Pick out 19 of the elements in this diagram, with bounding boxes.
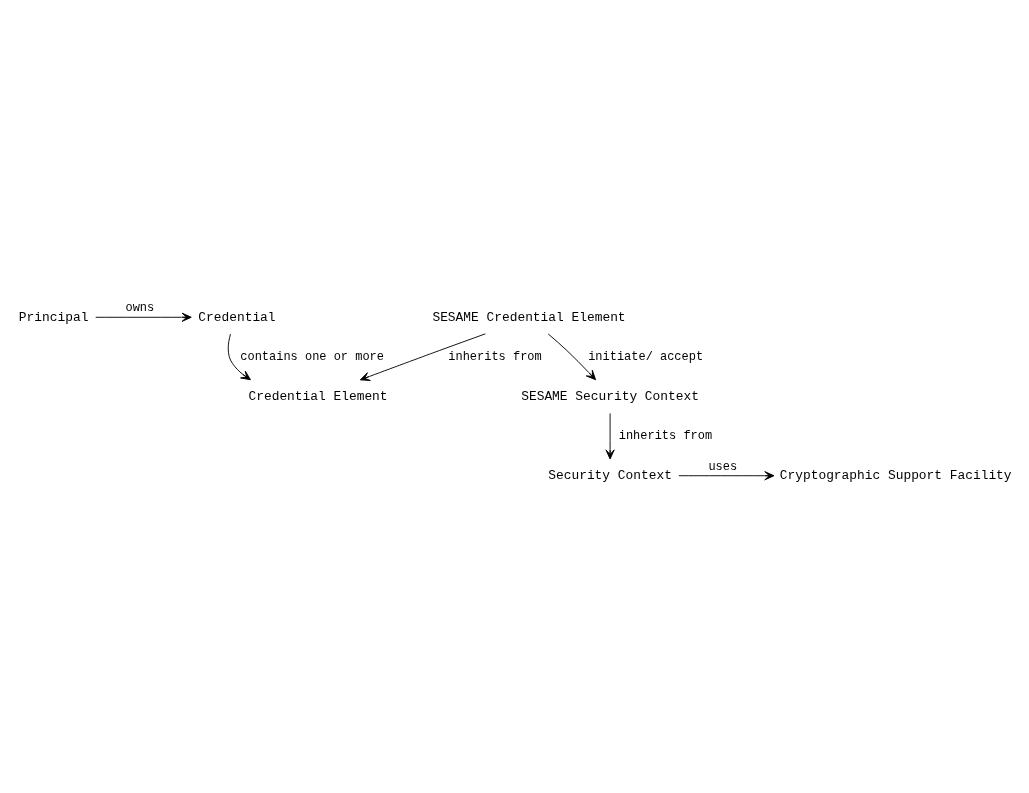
arrow <box>605 413 615 460</box>
node-text: SESAME Security Context <box>521 388 699 404</box>
node-text: SESAME Credential Element <box>432 309 626 325</box>
node-text: Credential Element <box>248 388 388 404</box>
node-text: Security Context <box>548 468 672 484</box>
edge-label: inherits from <box>618 429 713 444</box>
arrow <box>95 312 192 322</box>
arrow <box>359 333 486 381</box>
edge-label: initiate/ accept <box>588 350 704 365</box>
arrow <box>227 333 251 381</box>
edge-label: contains one or more <box>240 350 384 365</box>
edge-label: owns <box>125 301 155 316</box>
node-text: Credential <box>198 309 276 325</box>
node-text: Cryptographic Support Facility <box>779 468 1012 484</box>
edge-label: uses <box>708 459 738 474</box>
node-text: Principal <box>18 309 89 325</box>
arrow <box>547 333 597 381</box>
edge-label: inherits from <box>448 350 542 365</box>
arrow <box>678 471 775 481</box>
